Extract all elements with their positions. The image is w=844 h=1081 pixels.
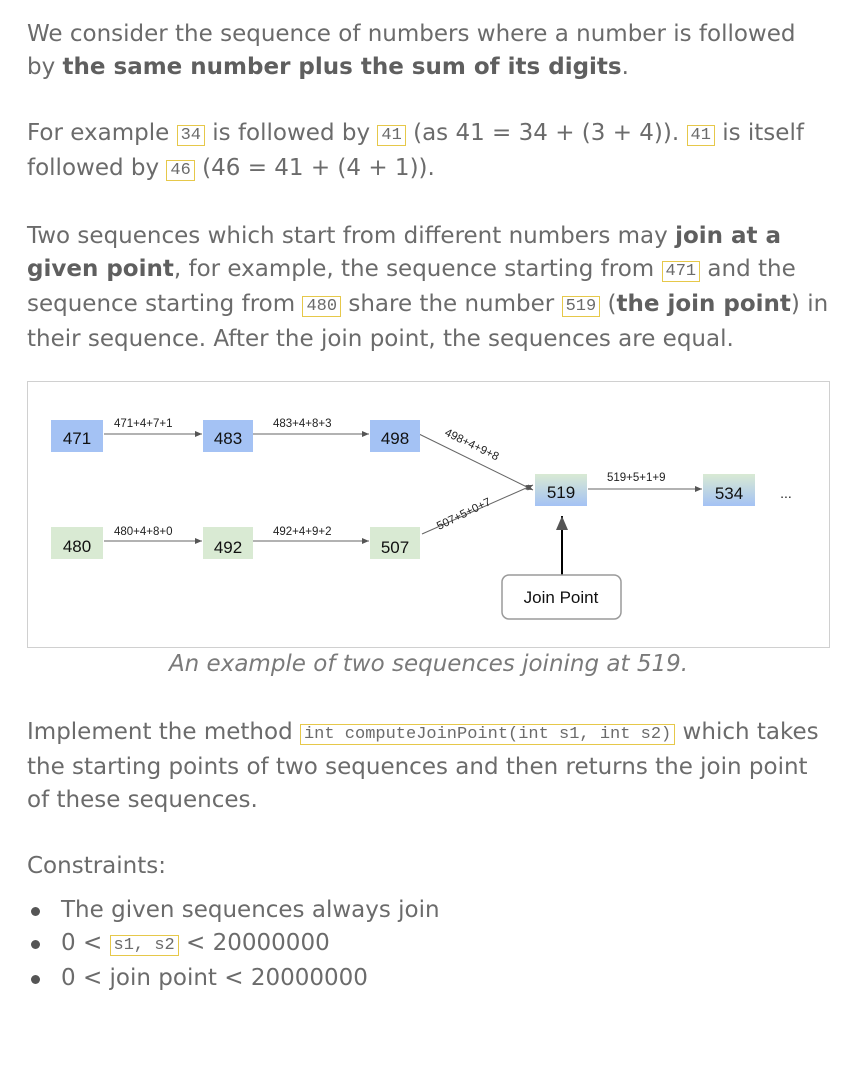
sequence-diagram: 471+4+7+1 483+4+8+3 498+4+9+8 480+4+8+0 … (27, 381, 830, 648)
edge-label: 492+4+9+2 (273, 526, 332, 538)
inline-code: s1, s2 (109, 935, 179, 956)
node-box (203, 527, 253, 559)
node-label: 483 (214, 429, 242, 448)
edge-label: 480+4+8+0 (114, 526, 173, 538)
node-label: 507 (381, 538, 409, 557)
node-label: 471 (63, 429, 91, 448)
figure-caption: An example of two sequences joining at 5… (168, 651, 689, 677)
join-point-box (501, 574, 622, 620)
edge-label: 471+4+7+1 (114, 418, 173, 430)
node-label: 480 (63, 537, 91, 556)
constraints-list: The given sequences always join 0 < s1, … (27, 894, 830, 995)
node-box (535, 474, 587, 506)
inline-code: 41 (686, 125, 715, 146)
problem-statement: We consider the sequence of numbers wher… (27, 18, 830, 356)
edge-label: 498+4+9+8 (443, 427, 501, 463)
inline-code: 480 (302, 296, 342, 317)
constraint-item: 0 < s1, s2 < 20000000 (27, 927, 830, 962)
bullet-icon (31, 907, 40, 916)
edge-label: 519+5+1+9 (607, 472, 666, 484)
edge-507-519 (421, 484, 534, 535)
inline-code: 46 (166, 160, 195, 181)
task-section: Implement the method int computeJoinPoin… (27, 716, 830, 995)
node-label: 534 (715, 484, 743, 503)
intro-paragraph: We consider the sequence of numbers wher… (27, 21, 796, 80)
node-box (370, 420, 420, 452)
example-paragraph: For example 34 is followed by 41 (as 41 … (27, 120, 804, 181)
node-box (703, 474, 755, 506)
node-box (51, 527, 103, 559)
inline-code: 471 (661, 261, 701, 282)
inline-code: 519 (561, 296, 601, 317)
constraint-item: 0 < join point < 20000000 (27, 962, 830, 995)
intro-bold: the same number plus the sum of its digi… (62, 54, 622, 80)
method-paragraph: Implement the method int computeJoinPoin… (27, 719, 819, 813)
node-label: 498 (381, 429, 409, 448)
edge-label: 507+5+0+7 (435, 496, 493, 532)
join-point-label: Join Point (524, 588, 599, 607)
method-signature: int computeJoinPoint(int s1, int s2) (299, 724, 676, 745)
node-box (370, 527, 420, 559)
edge-498-519 (418, 433, 534, 491)
constraint-item: The given sequences always join (27, 894, 830, 927)
inline-code: 34 (176, 125, 205, 146)
node-label: 492 (214, 538, 242, 557)
edge-label: 483+4+8+3 (273, 418, 332, 430)
node-box (203, 420, 253, 452)
constraints-label: Constraints: (27, 853, 166, 879)
diagram-svg: 471+4+7+1 483+4+8+3 498+4+9+8 480+4+8+0 … (51, 418, 792, 620)
bullet-icon (31, 975, 40, 984)
node-label: 519 (547, 483, 575, 502)
inline-code: 41 (377, 125, 406, 146)
node-box (51, 420, 103, 452)
bullet-icon (31, 940, 40, 949)
ellipsis: ... (780, 485, 792, 501)
join-paragraph: Two sequences which start from different… (27, 223, 829, 352)
